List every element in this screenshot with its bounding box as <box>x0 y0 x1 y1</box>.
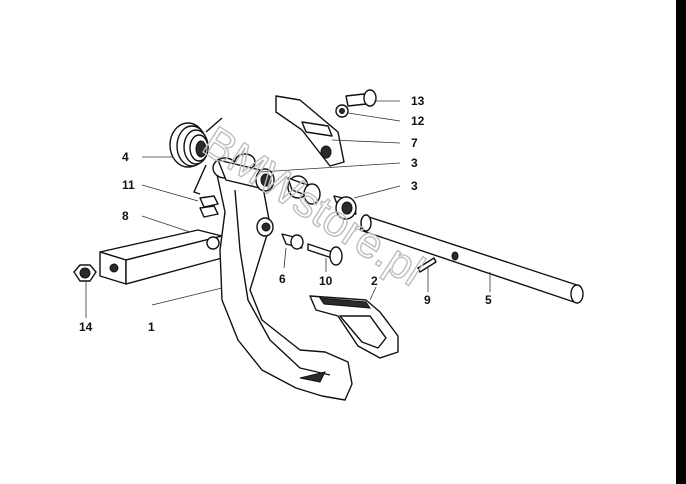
callout-3b: 3 <box>411 179 418 193</box>
callout-4: 4 <box>122 150 129 164</box>
callout-14: 14 <box>79 320 93 334</box>
part-10-pin <box>307 243 343 266</box>
part-12-washer <box>335 104 349 118</box>
callout-11: 11 <box>122 178 135 192</box>
callout-1: 1 <box>148 320 155 334</box>
part-6-bushing <box>281 233 304 250</box>
callout-13: 13 <box>411 94 425 108</box>
part-13-bolt <box>345 89 377 107</box>
callout-6: 6 <box>279 272 286 286</box>
callout-2: 2 <box>371 274 378 288</box>
part-5-shaft <box>359 214 584 304</box>
pedal-tube <box>217 159 275 192</box>
right-edge-bar <box>676 0 686 484</box>
callout-10: 10 <box>319 274 333 288</box>
part-9-pin <box>417 257 437 273</box>
part-8-bracket <box>99 229 223 285</box>
part-4-spring <box>169 117 223 195</box>
part-3-bushing-a <box>287 175 321 205</box>
callout-3a: 3 <box>411 156 418 170</box>
callout-8: 8 <box>122 209 129 223</box>
callout-12: 12 <box>411 114 425 128</box>
part-3-bushing-b <box>333 195 357 220</box>
part-7-plate <box>275 95 345 167</box>
callout-9: 9 <box>424 293 431 307</box>
part-11-clip <box>199 195 219 218</box>
part-14-nut <box>73 264 97 282</box>
part-2-pedal-pad <box>309 295 399 359</box>
leader-lines <box>85 100 491 318</box>
callout-7: 7 <box>411 136 418 150</box>
callout-5: 5 <box>485 293 492 307</box>
